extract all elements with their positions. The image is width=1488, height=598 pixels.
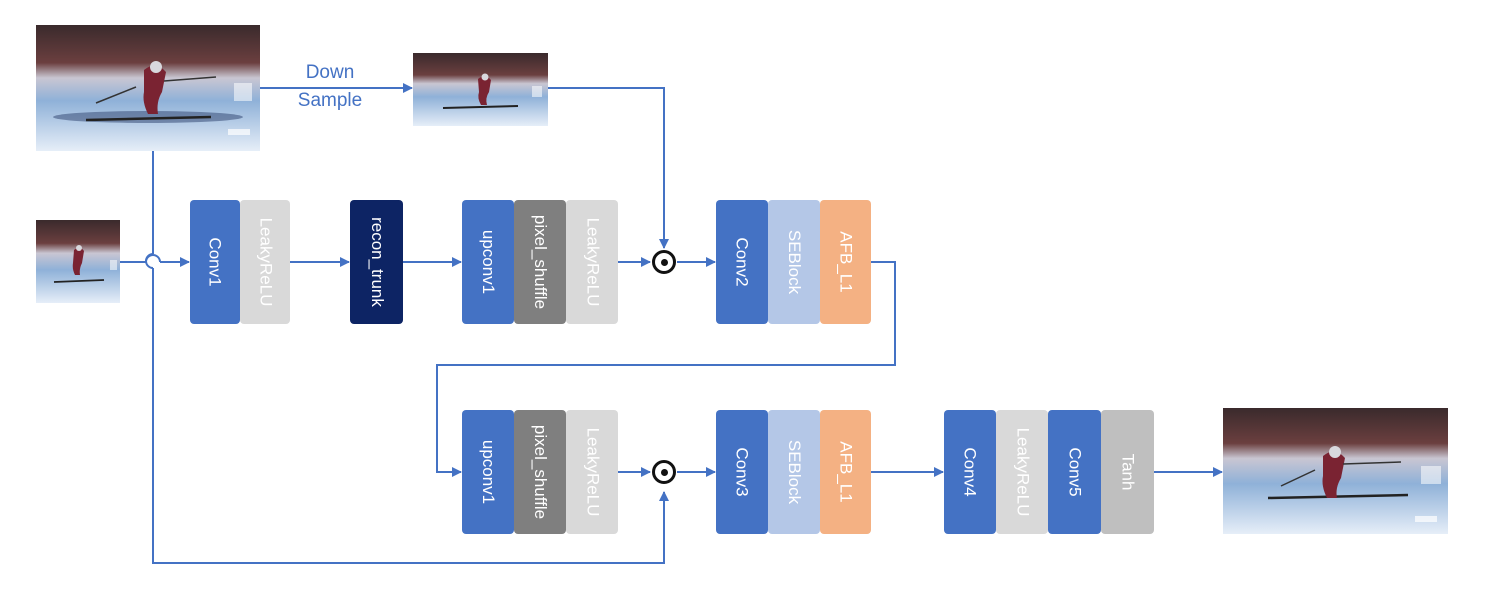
multiply-operator bbox=[652, 250, 676, 274]
output-image bbox=[1223, 408, 1448, 534]
seblock-label: SEBlock bbox=[785, 229, 804, 295]
conv5-label: Conv5 bbox=[1065, 447, 1085, 497]
pixel-shuffle-label: pixel_shuffle bbox=[531, 214, 551, 310]
conv4-label: Conv4 bbox=[960, 447, 980, 497]
recon-trunk-label: recon_trunk bbox=[367, 217, 387, 307]
seblock-label: SEBlock bbox=[785, 439, 804, 505]
leakyrelu-label: LeakyReLU bbox=[583, 427, 603, 517]
conv4-block: Conv4 bbox=[944, 410, 996, 534]
conv2-block: Conv2 bbox=[716, 200, 768, 324]
seblock-block: SEBlock bbox=[768, 410, 820, 534]
leakyrelu-block: LeakyReLU bbox=[996, 410, 1048, 534]
input-image-large bbox=[36, 25, 260, 151]
downsample-label: Down Sample bbox=[290, 59, 370, 115]
conv2-label: Conv2 bbox=[732, 237, 752, 287]
recon-trunk-block: recon_trunk bbox=[350, 200, 403, 324]
tanh-label: Tanh bbox=[1118, 453, 1138, 491]
afb-l1-label: AFB_L1 bbox=[836, 441, 856, 503]
upconv1-label: upconv1 bbox=[479, 229, 498, 295]
downsampled-image bbox=[413, 53, 548, 126]
upconv1-label: upconv1 bbox=[479, 439, 498, 505]
conv5-block: Conv5 bbox=[1048, 410, 1101, 534]
leakyrelu-block: LeakyReLU bbox=[240, 200, 290, 324]
conv1-block: Conv1 bbox=[190, 200, 240, 324]
downsample-line2: Sample bbox=[297, 90, 363, 111]
tanh-block: Tanh bbox=[1101, 410, 1154, 534]
dot-icon bbox=[660, 258, 668, 266]
downsample-line1: Down bbox=[305, 62, 355, 83]
pixel-shuffle-label: pixel_shuffle bbox=[531, 424, 551, 520]
leakyrelu-label: LeakyReLU bbox=[583, 217, 603, 307]
conv1-label: Conv1 bbox=[205, 237, 225, 287]
dot-icon bbox=[660, 468, 668, 476]
leakyrelu-label: LeakyReLU bbox=[256, 217, 276, 307]
upconv1-block: upconv1 bbox=[462, 200, 514, 324]
leakyrelu-label: LeakyReLU bbox=[1013, 427, 1033, 517]
seblock-block: SEBlock bbox=[768, 200, 820, 324]
afb-l1-label: AFB_L1 bbox=[836, 231, 856, 293]
leakyrelu-block: LeakyReLU bbox=[566, 200, 618, 324]
pixel-shuffle-block: pixel_shuffle bbox=[514, 410, 566, 534]
conv3-label: Conv3 bbox=[732, 447, 752, 497]
leakyrelu-block: LeakyReLU bbox=[566, 410, 618, 534]
multiply-operator bbox=[652, 460, 676, 484]
afb-l1-block: AFB_L1 bbox=[820, 200, 871, 324]
upconv1-block: upconv1 bbox=[462, 410, 514, 534]
afb-l1-block: AFB_L1 bbox=[820, 410, 871, 534]
conv3-block: Conv3 bbox=[716, 410, 768, 534]
pixel-shuffle-block: pixel_shuffle bbox=[514, 200, 566, 324]
input-image-small bbox=[36, 220, 120, 303]
